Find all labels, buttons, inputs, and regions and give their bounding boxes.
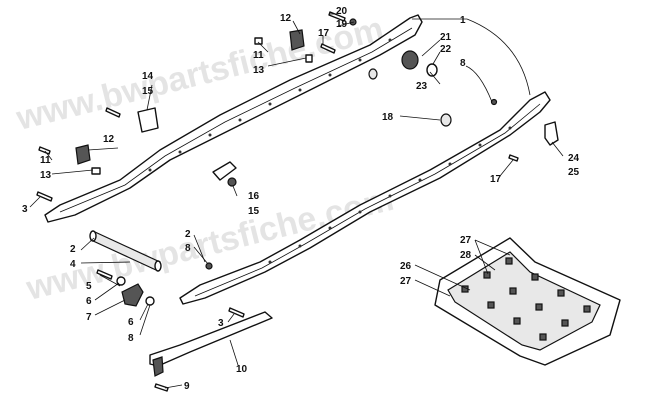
callout-14: 14: [142, 71, 154, 82]
callout-24: 24: [568, 153, 580, 164]
callout-13: 13: [40, 170, 52, 181]
callout-25: 25: [568, 167, 580, 178]
callout-11: 11: [253, 50, 264, 61]
callout-22: 22: [440, 44, 452, 55]
callout-4: 4: [70, 259, 76, 270]
bracket-16: [212, 161, 237, 181]
callout-27: 27: [400, 276, 412, 287]
slide-rail-upper: [44, 14, 423, 223]
callout-19: 19: [336, 19, 348, 30]
callout-1: 1: [460, 15, 466, 26]
callout-8: 8: [128, 333, 134, 344]
callout-3: 3: [22, 204, 28, 215]
callout-6: 6: [86, 296, 92, 307]
slide-rail-lower: [179, 91, 551, 305]
cross-shaft: [89, 230, 162, 272]
bracket-12-upper: [289, 29, 305, 51]
callout-6: 6: [128, 317, 134, 328]
callout-11: 11: [40, 155, 51, 166]
callout-20: 20: [336, 6, 348, 17]
idler-assembly: [368, 50, 498, 127]
bracket-14: [137, 107, 159, 133]
wear-strip: [149, 311, 273, 377]
callout-17: 17: [318, 28, 330, 39]
callout-8: 8: [185, 243, 191, 254]
callout-labels: 1 20 19 12 17 11 13 21 22 8 23 18 14 15 …: [22, 6, 580, 392]
leader-lines: [29, 13, 564, 389]
callout-2: 2: [70, 244, 76, 255]
callout-10: 10: [236, 364, 248, 375]
nut-16: [227, 177, 237, 187]
track-section: [434, 237, 621, 366]
callout-17: 17: [490, 174, 502, 185]
rail-bracket-right: [544, 121, 559, 146]
rail-holes: [268, 126, 512, 264]
callout-8: 8: [460, 58, 466, 69]
callout-15: 15: [248, 206, 260, 217]
callout-23: 23: [416, 81, 428, 92]
callout-28: 28: [460, 250, 472, 261]
callout-2: 2: [185, 229, 191, 240]
callout-18: 18: [382, 112, 394, 123]
callout-21: 21: [440, 32, 452, 43]
callout-12: 12: [280, 13, 292, 24]
callout-16: 16: [248, 191, 260, 202]
callout-9: 9: [184, 381, 190, 392]
front-cap: [121, 283, 144, 307]
rail-holes: [148, 38, 392, 172]
callout-15: 15: [142, 86, 154, 97]
callout-13: 13: [253, 65, 265, 76]
callout-26: 26: [400, 261, 412, 272]
bracket-12-left: [75, 144, 91, 165]
callout-3: 3: [218, 318, 224, 329]
callout-27: 27: [460, 235, 472, 246]
callout-5: 5: [86, 281, 92, 292]
track-clips: [461, 257, 591, 341]
callout-12: 12: [103, 134, 115, 145]
callout-7: 7: [86, 312, 92, 323]
